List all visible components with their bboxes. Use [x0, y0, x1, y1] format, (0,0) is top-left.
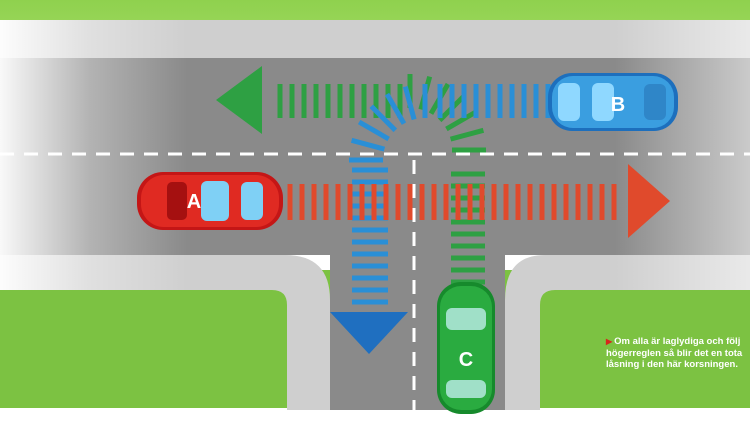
car-b-label: B	[611, 94, 625, 116]
blue-path-dash	[369, 104, 398, 133]
car-b: B	[548, 73, 678, 131]
caption-text: ▶Om alla är laglydiga och följ högerregl…	[606, 336, 750, 371]
blue-path-dash	[357, 119, 390, 142]
red-arrowhead	[628, 164, 670, 238]
blue-path-dash	[402, 85, 417, 121]
caption-marker-icon: ▶	[606, 337, 613, 346]
blue-path-dash	[384, 92, 407, 125]
caption-line-1: ▶Om alla är laglydiga och följ	[606, 336, 750, 348]
edge-fade	[0, 20, 750, 290]
blue-path-dash	[350, 137, 386, 152]
car-a-label: A	[187, 191, 201, 213]
blue-path-car-b	[349, 84, 551, 305]
car-a: A	[137, 172, 283, 230]
green-arrowhead	[216, 66, 262, 134]
car-c: C	[437, 282, 495, 414]
green-path-dash	[445, 109, 478, 132]
green-path-dash	[449, 127, 485, 142]
red-path-car-a	[287, 184, 617, 220]
caption-line-3: låsning i den här korsningen.	[606, 359, 738, 370]
white-bottom-strip	[0, 408, 750, 421]
blue-arrowhead	[330, 312, 408, 354]
caption-line-1-text: Om alla är laglydiga och följ	[614, 336, 741, 347]
caption-line-2: högerreglen så blir det en tota	[606, 347, 743, 359]
car-c-label: C	[459, 349, 473, 371]
